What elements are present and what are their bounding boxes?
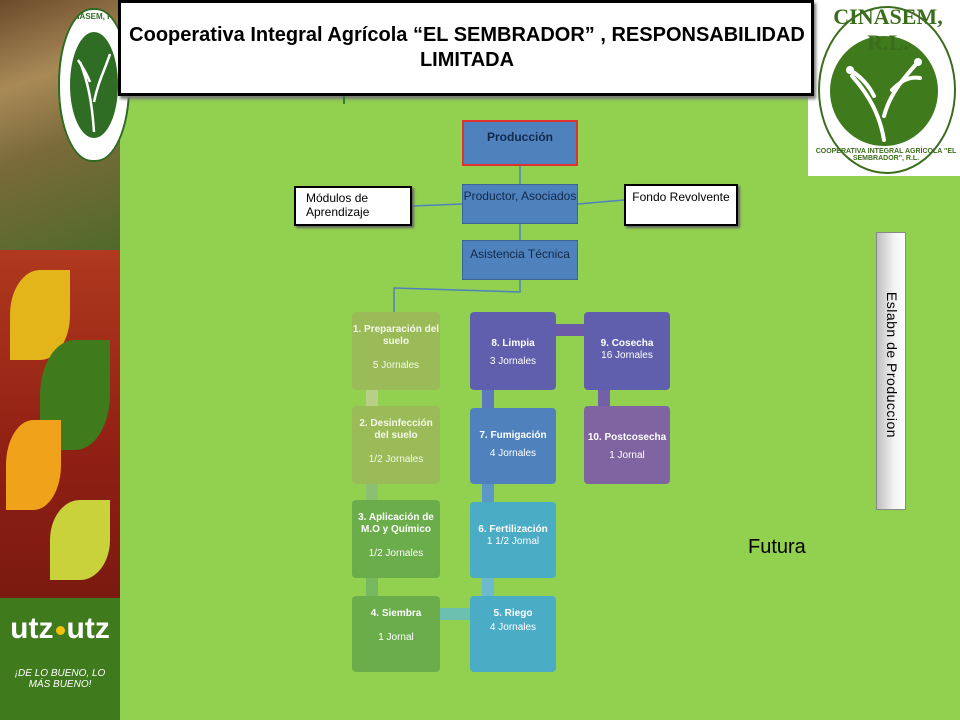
side-label-box: Eslabn de Produccion	[876, 232, 906, 510]
chain-link	[482, 388, 494, 410]
chain-link	[438, 608, 472, 620]
chain-link	[482, 482, 494, 504]
produccion-label: Producción	[486, 130, 553, 144]
chain-link	[366, 482, 378, 504]
modulos-label: Módulos de Aprendizaje	[306, 191, 370, 219]
chain-link	[366, 576, 378, 598]
vegetables-banner	[0, 250, 120, 600]
futura-label: Futura	[748, 536, 806, 558]
modulos-box: Módulos de Aprendizaje	[294, 186, 412, 226]
productor-box: Productor, Asociados	[462, 184, 578, 224]
asistencia-box: Asistencia Técnica	[462, 240, 578, 280]
leaf-shape	[6, 420, 61, 510]
tree-icon	[846, 58, 922, 142]
fondo-label: Fondo Revolvente	[632, 190, 730, 204]
cinasem-logo: CINASEM, R.L. COOPERATIVA INTEGRAL AGRÍC…	[808, 0, 960, 176]
tree-emblem	[70, 32, 118, 138]
logo-name: CINASEM, R.L.	[833, 4, 943, 55]
chain-link	[482, 576, 494, 598]
asistencia-label: Asistencia Técnica	[470, 247, 570, 261]
side-label-text: Eslabn de Produccion	[884, 291, 900, 439]
leaf-shape	[50, 500, 110, 580]
utz-slogan: ¡DE LO BUENO, LO MÁS BUENO!	[14, 668, 106, 690]
logo-fullname: COOPERATIVA INTEGRAL AGRÍCOLA "EL SEMBRA…	[815, 148, 957, 162]
fondo-box: Fondo Revolvente	[624, 184, 738, 226]
chain-link	[598, 388, 610, 410]
produccion-box: Producción	[462, 120, 578, 166]
page-title: Cooperativa Integral Agrícola “EL SEMBRA…	[129, 24, 805, 71]
title-box: Cooperativa Integral Agrícola “EL SEMBRA…	[118, 0, 814, 96]
chain-link	[554, 324, 588, 336]
productor-label: Productor, Asociados	[463, 189, 577, 203]
logo-disk	[830, 36, 938, 146]
tree-icon	[76, 53, 112, 133]
chain-link	[366, 388, 378, 410]
